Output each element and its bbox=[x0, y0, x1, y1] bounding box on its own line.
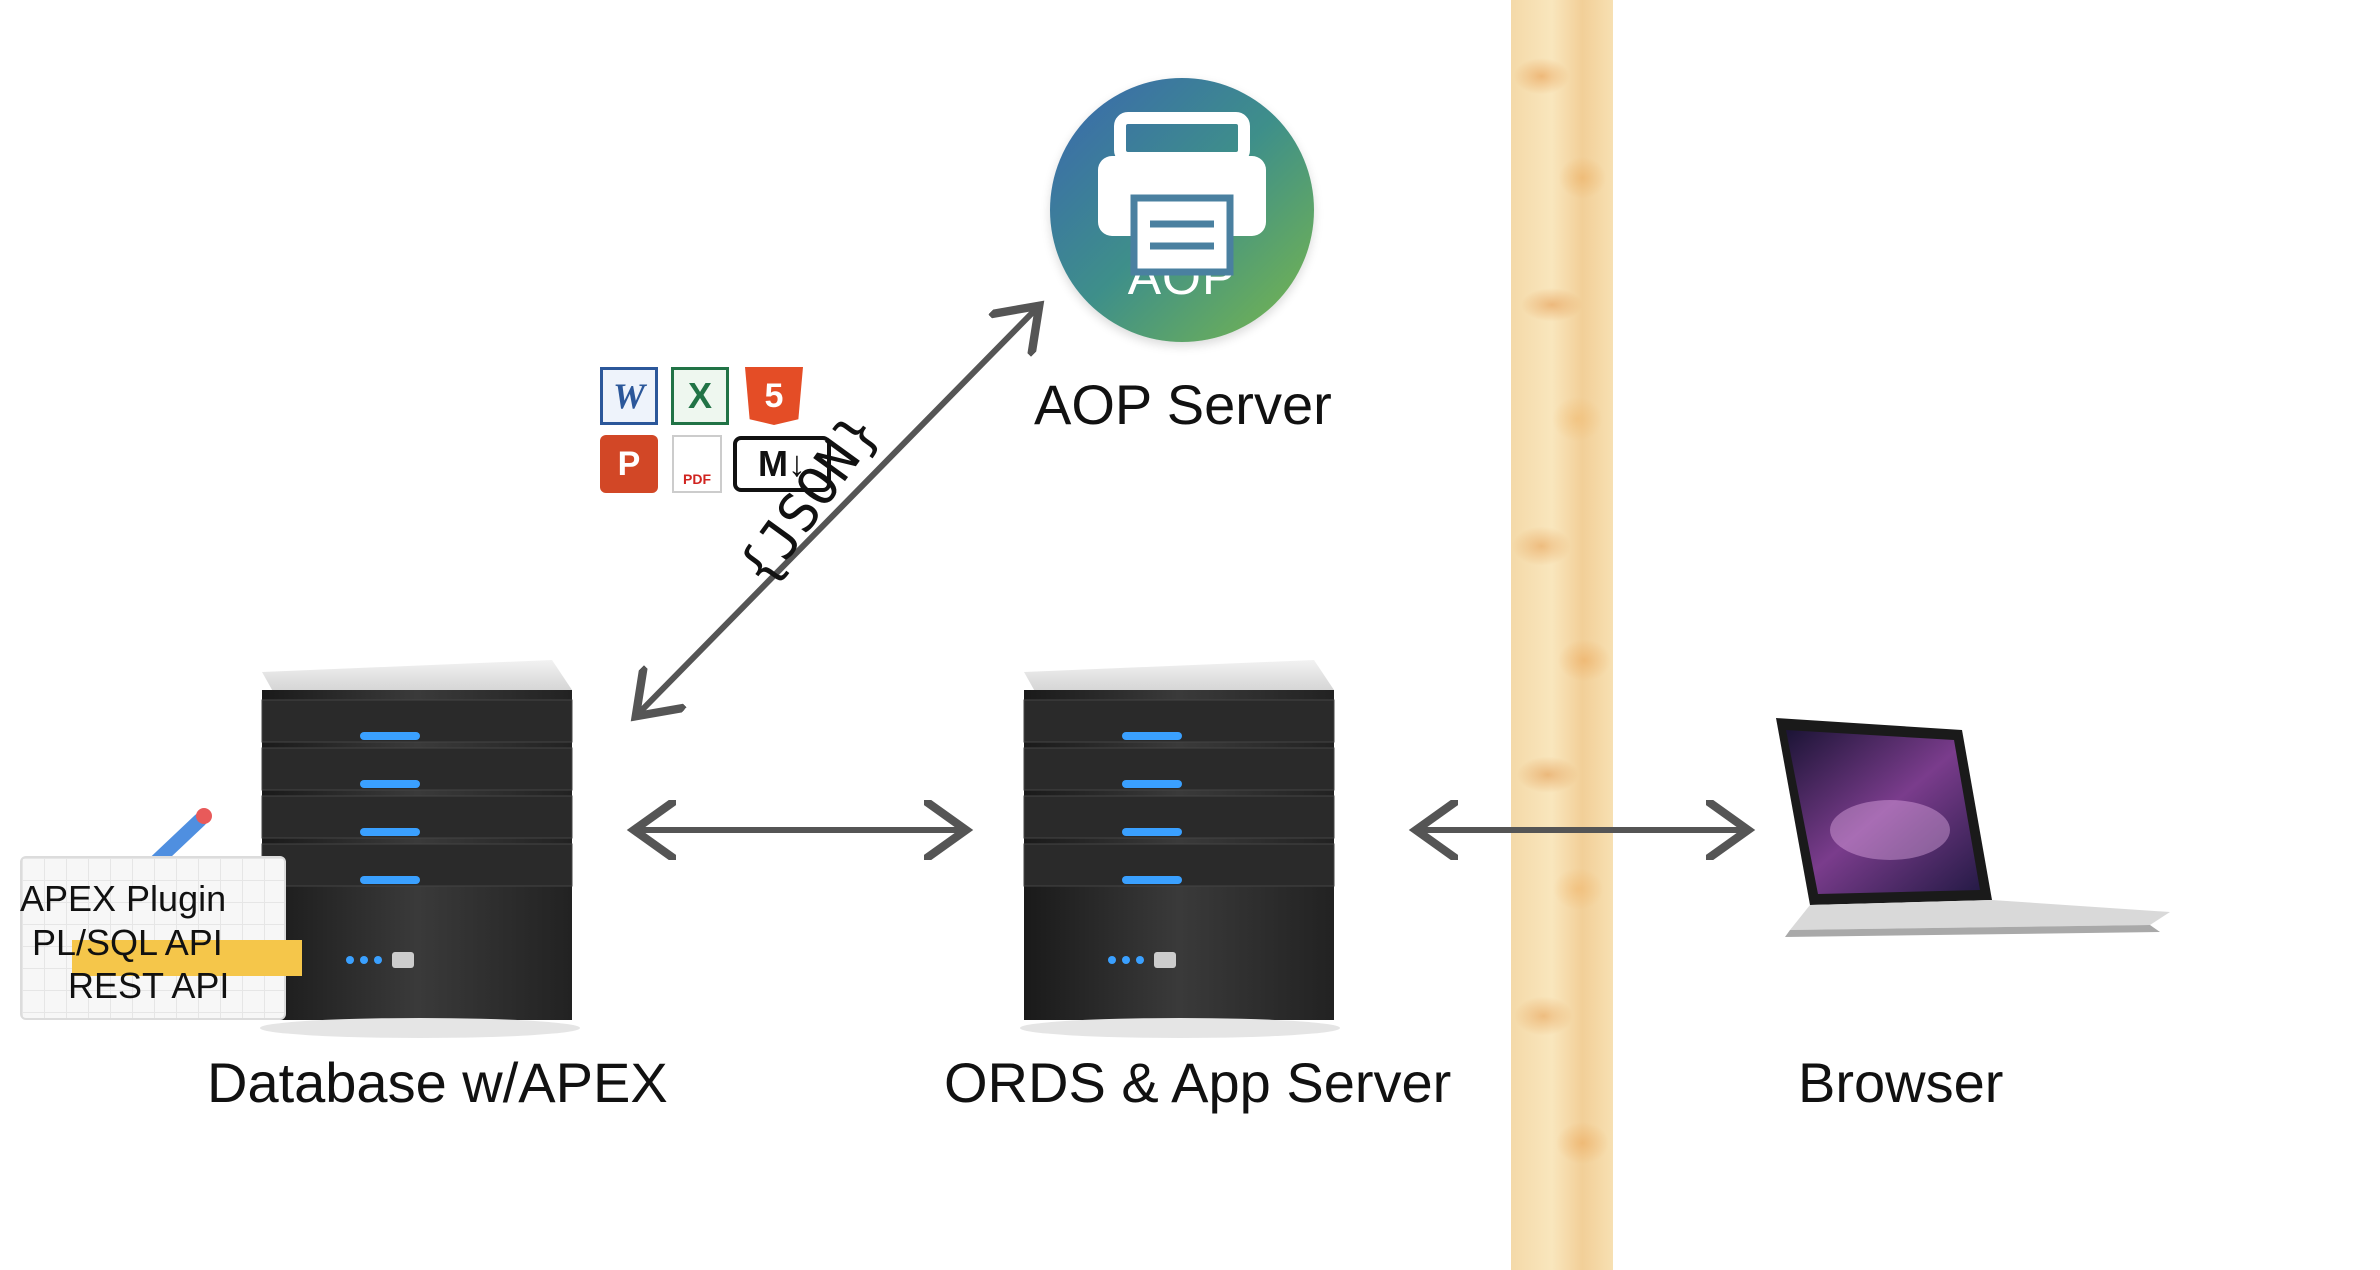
aop-printer-icon bbox=[1098, 112, 1266, 276]
firewall-band bbox=[1511, 0, 1613, 1270]
api-highlight bbox=[72, 940, 302, 976]
database-server-icon bbox=[260, 660, 580, 1038]
laptop-icon bbox=[1776, 718, 2170, 937]
markdown-icon: M↓ bbox=[733, 436, 831, 492]
arrow-db-aop bbox=[640, 310, 1035, 712]
api-line-rest-api: REST API bbox=[68, 965, 230, 1006]
api-line-apex-plugin: APEX Plugin bbox=[20, 878, 227, 919]
api-card bbox=[20, 856, 286, 1020]
word-icon: W bbox=[600, 367, 658, 425]
ords-label: ORDS & App Server bbox=[944, 1051, 1452, 1114]
api-line-plsql-api: PL/SQL API bbox=[32, 922, 223, 963]
database-label: Database w/APEX bbox=[207, 1051, 668, 1114]
ords-server-icon bbox=[1020, 660, 1340, 1038]
powerpoint-icon: P bbox=[600, 435, 658, 493]
aop-server-label: AOP Server bbox=[1034, 373, 1332, 436]
pdf-icon: PDF bbox=[672, 435, 722, 493]
html5-icon: 5 bbox=[745, 367, 803, 425]
excel-icon: X bbox=[671, 367, 729, 425]
browser-label: Browser bbox=[1798, 1051, 2004, 1114]
